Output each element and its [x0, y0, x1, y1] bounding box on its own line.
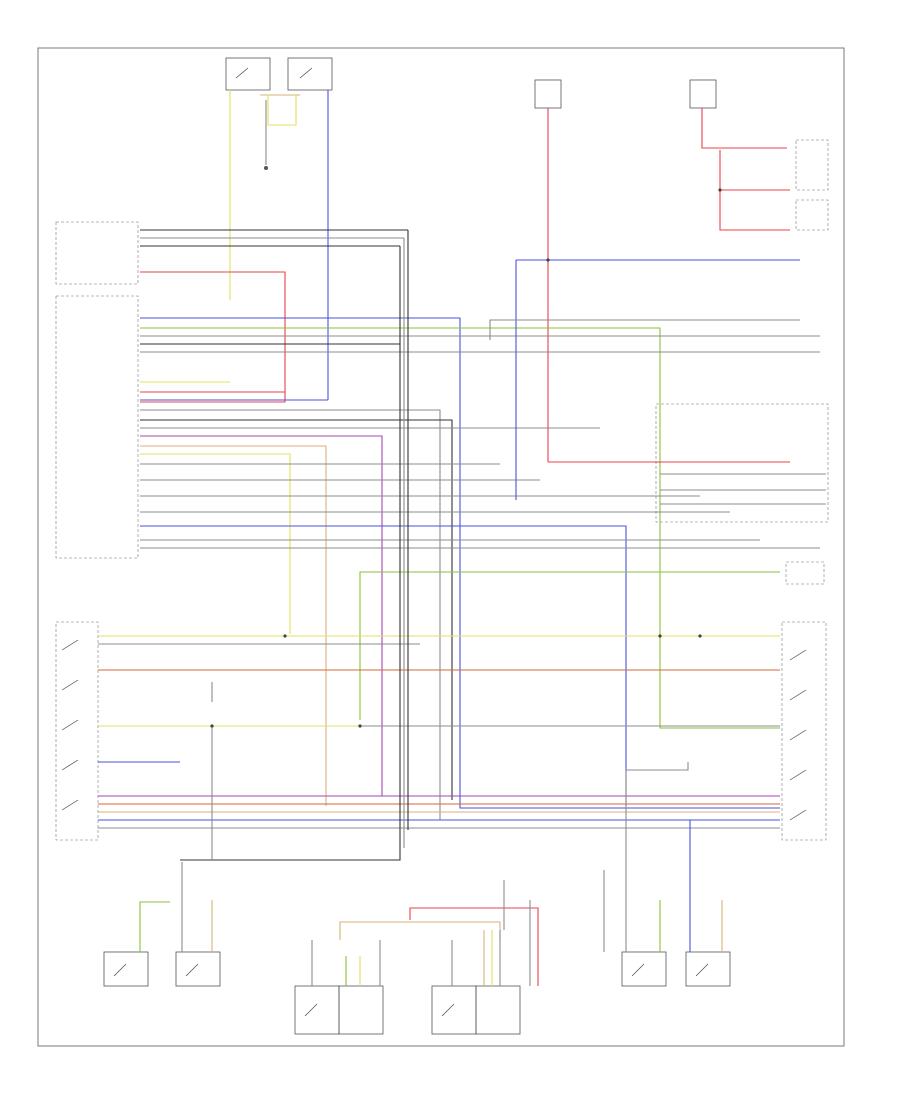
- green-wire-mid: [359, 571, 780, 720]
- black-bus: [180, 246, 401, 861]
- bottom-switches-right: [603, 820, 731, 987]
- right-upper-connector: [785, 561, 825, 585]
- junction-dots: [210, 188, 722, 728]
- right-central-locking: [655, 403, 829, 523]
- right-door-lock-unit: [625, 621, 827, 841]
- bottom-switches-left: [103, 862, 221, 987]
- left-door-lock-unit: [55, 621, 780, 841]
- central-locking-box: [55, 221, 408, 403]
- gray-wire-right: [489, 319, 800, 340]
- bottom-door-lock-motors: [294, 880, 539, 1035]
- instrument-cluster-box: [55, 295, 820, 820]
- blue-wire-right: [515, 259, 800, 500]
- fuse-blocks-top: [534, 79, 829, 462]
- diagram-frame: [37, 47, 845, 1047]
- lock-switches-top: [225, 57, 333, 400]
